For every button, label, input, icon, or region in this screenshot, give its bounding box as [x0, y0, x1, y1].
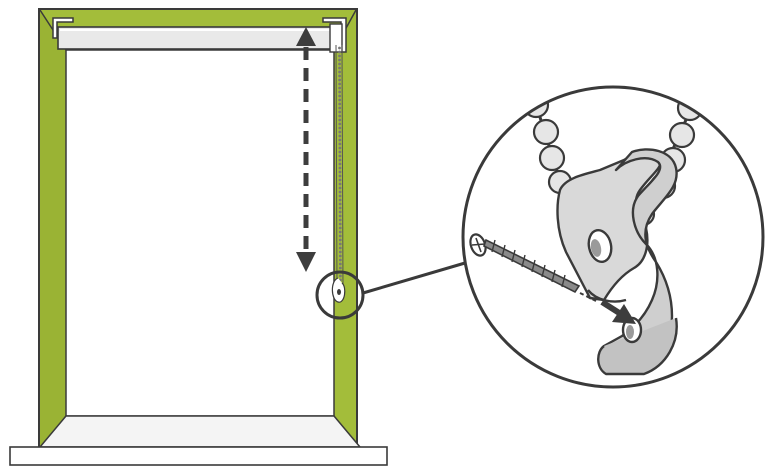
chain-bead — [338, 202, 342, 206]
chain-bead — [338, 134, 342, 138]
chain-bead — [338, 106, 342, 110]
chain-bead — [338, 230, 342, 234]
chain-bead — [338, 226, 342, 230]
left-bracket — [52, 17, 74, 39]
chain-bead — [338, 238, 342, 242]
chain-bead — [338, 58, 341, 62]
chain-bead — [338, 94, 342, 98]
chain-bead — [338, 254, 342, 258]
chain-bead — [338, 206, 342, 210]
chain-bead — [338, 122, 342, 126]
chain-bead — [338, 158, 342, 162]
safety-cleat — [556, 148, 678, 376]
chain-bead — [338, 186, 342, 190]
chain-bead — [338, 102, 342, 106]
chain-bead — [338, 146, 342, 150]
cleat-small — [331, 277, 346, 303]
detail-highlight-circle — [315, 270, 365, 320]
insert-arrow-icon — [600, 299, 636, 324]
chain-bead — [338, 178, 342, 182]
chain-bead — [338, 162, 342, 166]
chain-bead — [338, 218, 342, 222]
chain-bead — [338, 66, 341, 70]
zoom-chain-left — [522, 91, 573, 195]
window-opening — [65, 49, 335, 417]
sill-front-edge — [9, 446, 388, 466]
chain-bead — [338, 142, 342, 146]
chain-bead — [338, 266, 342, 270]
chain-bead — [338, 198, 342, 202]
chain-bead — [338, 250, 342, 254]
chain-bead — [338, 82, 342, 86]
chain-bead — [338, 78, 342, 82]
zoom-detail — [461, 85, 765, 389]
chain-bead — [338, 90, 342, 94]
screw-shaft — [483, 238, 581, 294]
chain-bead — [338, 242, 342, 246]
chain-bead — [338, 170, 342, 174]
blind-roller — [52, 17, 347, 53]
chain-bead — [338, 130, 342, 134]
arrow-up-icon — [296, 27, 316, 46]
chain-bead — [338, 86, 342, 90]
chain-bead — [338, 118, 342, 122]
chain-bead — [338, 262, 342, 266]
arrow-down-icon — [296, 252, 316, 272]
chain-bead — [338, 110, 342, 114]
chain-bead — [338, 126, 342, 130]
chain-bead — [338, 166, 342, 170]
chain-bead — [338, 258, 342, 262]
chain-bead — [338, 150, 342, 154]
chain-bead — [338, 222, 342, 226]
chain-bead — [338, 174, 342, 178]
chain-bead — [338, 46, 341, 50]
chain-bead — [338, 138, 342, 142]
chain-bead — [338, 154, 342, 158]
chain-bead — [338, 234, 342, 238]
screw — [469, 233, 597, 302]
window-frame — [38, 8, 358, 453]
zoom-circle-border — [461, 85, 765, 389]
chain-bead — [339, 274, 342, 278]
adjust-height-arrow — [296, 27, 316, 272]
chain-bead — [338, 190, 342, 194]
chain-bead — [338, 50, 341, 54]
chain-bead — [338, 214, 342, 218]
chain-bead — [338, 210, 342, 214]
chain-bead — [338, 182, 342, 186]
chain-bead — [338, 194, 342, 198]
chain-bead — [338, 62, 341, 66]
chain-bead — [338, 70, 341, 74]
chain-bead — [338, 114, 342, 118]
chain-bead — [338, 98, 342, 102]
chain-bead — [338, 74, 342, 78]
callout-connector — [362, 261, 466, 295]
chain-bead — [338, 246, 342, 250]
window-sill — [9, 415, 388, 466]
chain-bead — [338, 54, 341, 58]
